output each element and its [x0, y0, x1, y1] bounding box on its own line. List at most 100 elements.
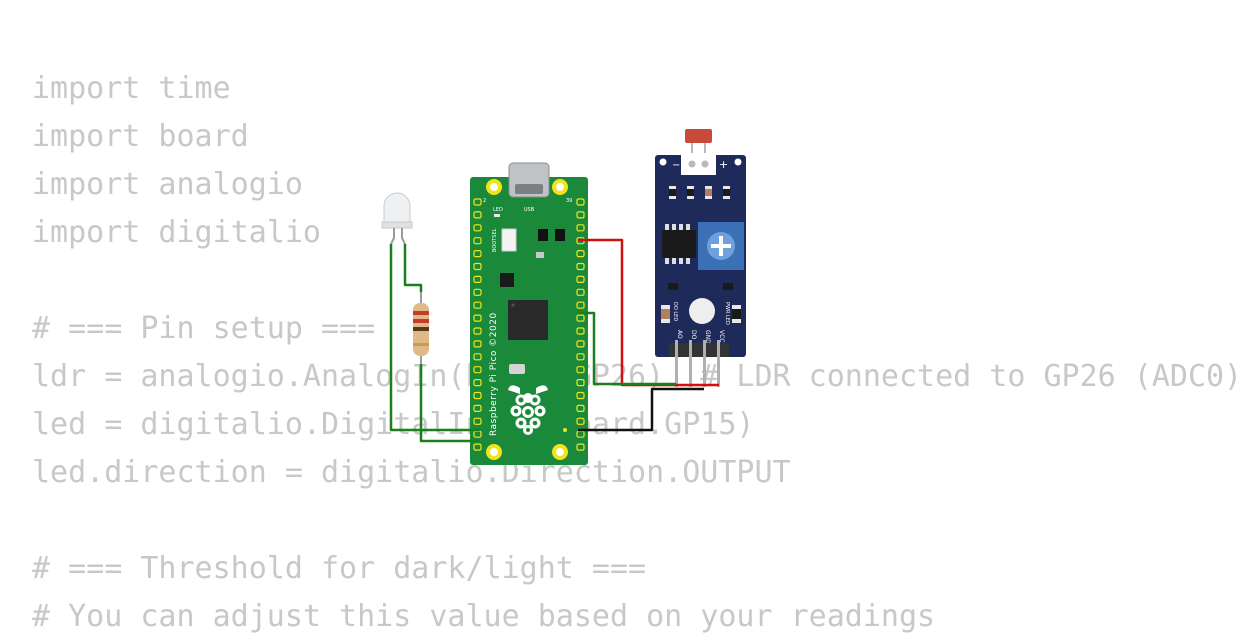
- code-line: import digitalio: [32, 215, 321, 250]
- bootsel-button[interactable]: [501, 228, 517, 252]
- pin-label-gnd: GND: [704, 330, 711, 344]
- pico-pin[interactable]: [576, 391, 585, 400]
- pico-pin[interactable]: [473, 417, 482, 425]
- pico-pin[interactable]: [576, 250, 585, 258]
- component: [555, 229, 565, 241]
- code-line: import board: [32, 119, 249, 154]
- raspberry-pi-pico[interactable]: USB 2 39 LED BOOTSEL: [470, 162, 588, 465]
- wire-ao-gp26[interactable]: [578, 311, 676, 386]
- sensor-pin-header: [669, 343, 729, 357]
- bootsel-label: BOOTSEL: [492, 228, 498, 252]
- led-label: LED: [493, 207, 503, 213]
- crystal: [509, 364, 525, 374]
- pico-pin[interactable]: [473, 443, 482, 451]
- pico-pin[interactable]: [576, 327, 585, 335]
- pico-pin[interactable]: [576, 417, 585, 425]
- wire-gnd[interactable]: [578, 387, 704, 432]
- sensor-pin-ao[interactable]: [675, 340, 678, 387]
- indicator-led: [689, 298, 715, 324]
- code-line: # === Threshold for dark/light ===: [32, 551, 647, 586]
- component: [538, 229, 548, 241]
- pico-pin[interactable]: [576, 198, 585, 206]
- code-line: # === Pin setup ===: [32, 311, 376, 346]
- pico-pin[interactable]: [576, 301, 585, 309]
- code-line: import time: [32, 71, 231, 106]
- pin-label-vcc: VCC: [718, 330, 725, 342]
- pico-pin[interactable]: [473, 211, 482, 219]
- ldr-sensor-module[interactable]: − + DO LED PWR LE: [655, 129, 746, 387]
- board-name-label: Raspberry Pi Pico ©2020: [489, 312, 499, 436]
- pico-pin[interactable]: [576, 224, 585, 232]
- pico-pin[interactable]: [473, 340, 482, 348]
- resistor-band: [413, 319, 429, 323]
- pico-pin[interactable]: [576, 211, 585, 219]
- ldr-photoresistor-icon: [685, 129, 712, 143]
- pwr-led-label: PWR LED: [724, 302, 730, 325]
- resistor-band: [413, 327, 429, 331]
- raspberry-logo-icon: [508, 385, 548, 435]
- pico-pin[interactable]: [473, 237, 482, 245]
- led-bulb-icon: [383, 192, 411, 225]
- pico-pin[interactable]: [473, 391, 482, 400]
- smd-resistors: [669, 186, 730, 199]
- pico-pin[interactable]: [473, 353, 482, 361]
- code-line: led.direction = digitalio.Direction.OUTP…: [32, 455, 791, 490]
- pin-label-ao: AO: [676, 330, 683, 339]
- usb-port-icon: [515, 184, 543, 194]
- rp2040-chip: [508, 300, 548, 340]
- ldr-socket: [681, 153, 716, 175]
- sensor-pin-do[interactable]: [689, 340, 692, 387]
- pico-pin[interactable]: [576, 314, 585, 322]
- pico-pin[interactable]: [576, 379, 585, 387]
- pico-pin[interactable]: [473, 404, 482, 412]
- wire-resistor-gp15[interactable]: [419, 364, 480, 443]
- pico-pin[interactable]: [576, 443, 585, 451]
- usb-label: USB: [524, 207, 535, 213]
- pin-header-left: [473, 198, 482, 451]
- plus-label: +: [719, 158, 728, 171]
- pico-pin[interactable]: [473, 288, 482, 296]
- wire-led-anode-resistor[interactable]: [403, 244, 423, 292]
- component: [536, 252, 544, 258]
- onboard-led: [494, 214, 500, 217]
- pin-label-do: DO: [690, 330, 697, 340]
- led-component[interactable]: [381, 192, 413, 245]
- pico-pin[interactable]: [576, 262, 585, 271]
- comparator-ic: [662, 224, 696, 264]
- pico-pin[interactable]: [473, 250, 482, 258]
- pico-pin[interactable]: [473, 366, 482, 374]
- pico-pin[interactable]: [473, 327, 482, 335]
- code-line: # You can adjust this value based on you…: [32, 599, 936, 634]
- led-anode-leg: [401, 228, 406, 245]
- sensor-pin-gnd[interactable]: [703, 340, 706, 387]
- potentiometer-icon[interactable]: [698, 222, 744, 270]
- resistor-band: [413, 343, 429, 346]
- component: [500, 273, 514, 287]
- pico-pin[interactable]: [473, 301, 482, 309]
- code-line: import analogio: [32, 167, 303, 202]
- resistor-band: [413, 311, 429, 315]
- pico-pin[interactable]: [473, 224, 482, 232]
- pin-number-label: 2: [483, 198, 486, 204]
- resistor-component[interactable]: [413, 292, 429, 364]
- pico-pin[interactable]: [576, 275, 585, 283]
- pico-pin[interactable]: [473, 198, 482, 206]
- pico-pin[interactable]: [576, 366, 585, 374]
- pico-pin[interactable]: [576, 353, 585, 361]
- pico-pin[interactable]: [576, 340, 585, 348]
- do-led-label: DO LED: [672, 302, 678, 321]
- wires: [389, 238, 719, 443]
- pico-pin[interactable]: [473, 379, 482, 387]
- pico-pin[interactable]: [473, 314, 482, 322]
- pin-header-right: [576, 198, 585, 451]
- sensor-pin-vcc[interactable]: [717, 340, 720, 387]
- wire-led-cathode-gnd[interactable]: [389, 244, 480, 432]
- circuit-diagram: USB 2 39 LED BOOTSEL: [381, 129, 746, 465]
- pico-pin[interactable]: [576, 404, 585, 412]
- pico-pin[interactable]: [473, 262, 482, 271]
- minus-label: −: [672, 160, 680, 171]
- pico-pin[interactable]: [473, 275, 482, 283]
- pin-number-label: 39: [566, 198, 572, 204]
- led-cathode-leg: [390, 228, 395, 245]
- pico-pin[interactable]: [576, 288, 585, 296]
